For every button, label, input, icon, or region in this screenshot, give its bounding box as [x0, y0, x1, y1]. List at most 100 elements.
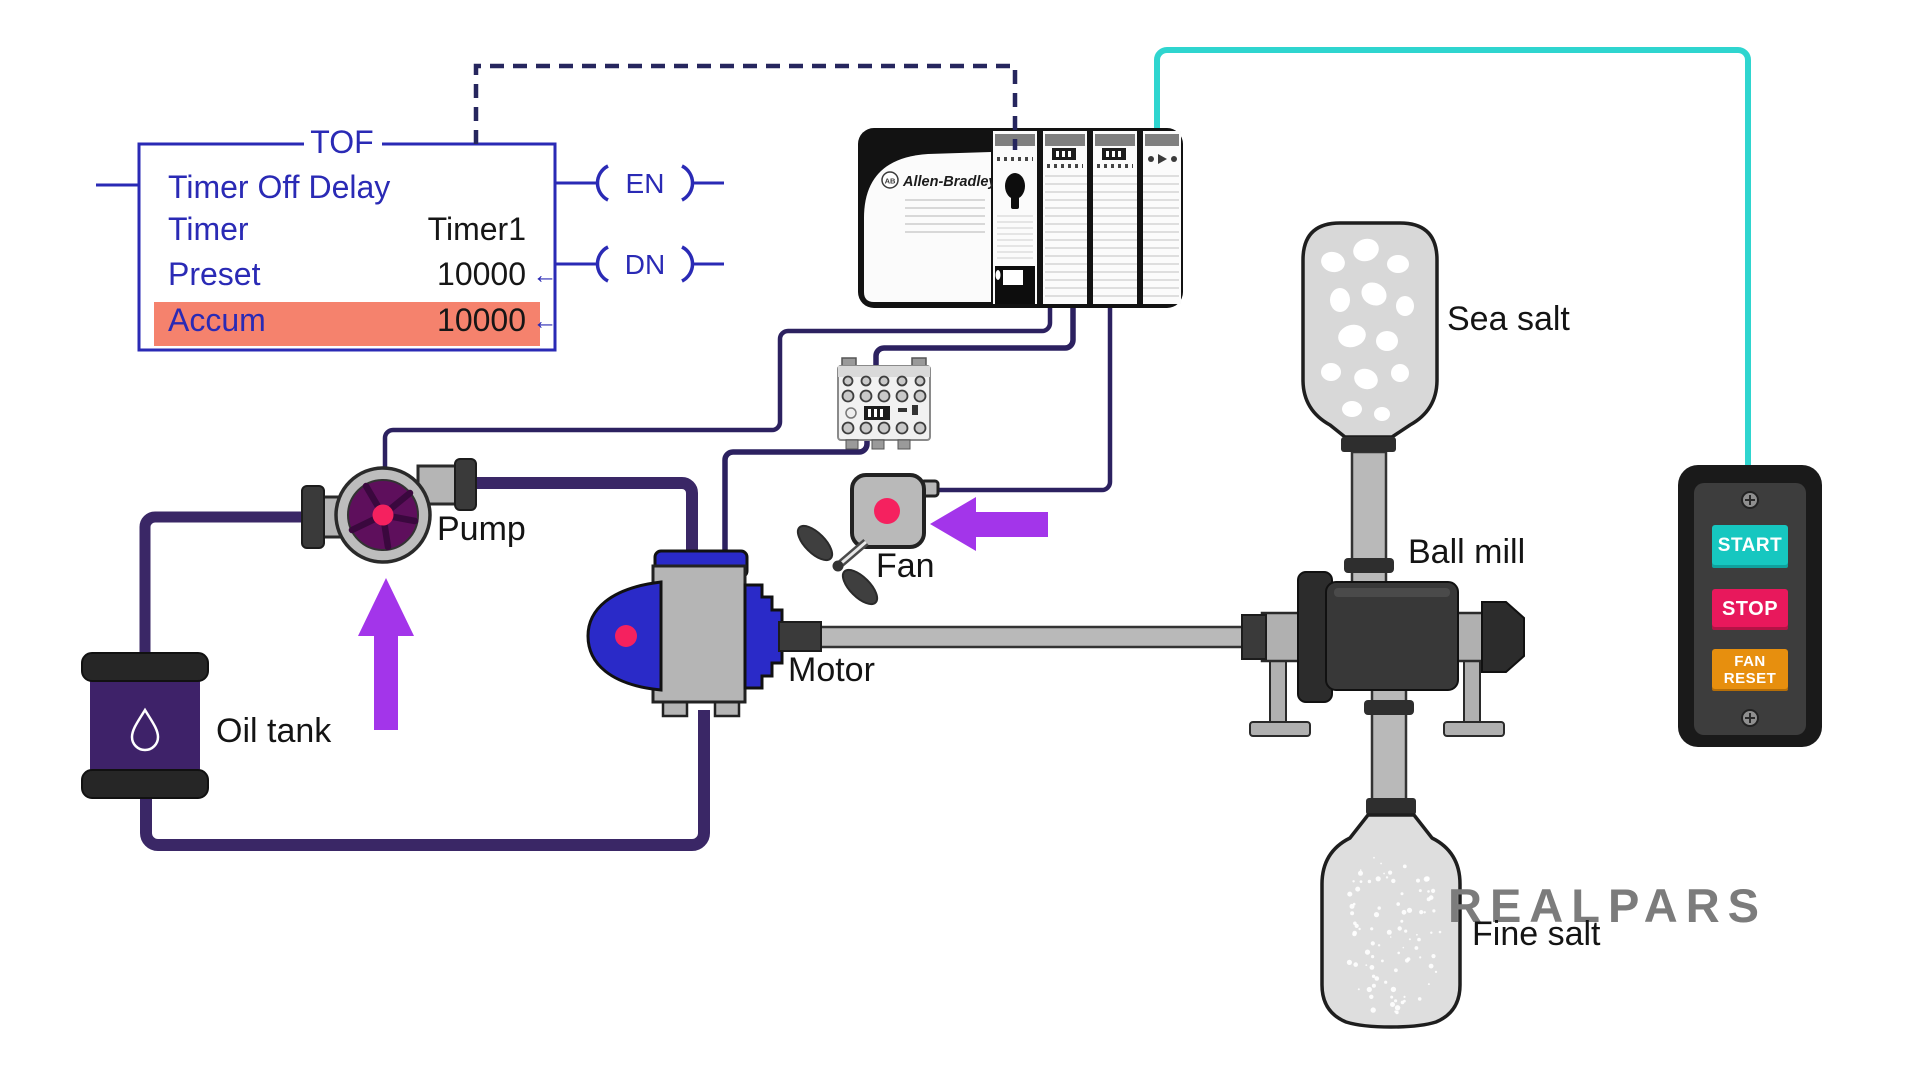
contactor-mark [912, 405, 918, 415]
stop-button-label: STOP [1722, 598, 1778, 620]
dn-arc-right [681, 245, 695, 283]
motor-shaft-stub [778, 621, 822, 652]
oil-tank-top-cap [81, 652, 209, 682]
sea-salt-bag [1301, 221, 1439, 452]
fine-salt-label: Fine salt [1472, 915, 1601, 953]
module-separator [1087, 131, 1093, 304]
mill-foot-right [1443, 721, 1505, 737]
contactor-foot [845, 439, 859, 450]
wire-plc-to-fan [936, 300, 1113, 493]
sea-salt-chunks [1321, 238, 1414, 421]
drive-shaft [816, 625, 1256, 649]
contactor-label-slit [880, 409, 883, 417]
sea-salt-collar [1341, 437, 1396, 452]
cpu-vents [997, 215, 1033, 259]
cpu-keyswitch-icon [1005, 173, 1025, 199]
plc-io-modules [1043, 131, 1181, 304]
cyan-signal-wire [1154, 47, 1751, 470]
tof-type-label: Timer Off Delay [168, 169, 390, 205]
mill-end-cap [1481, 601, 1525, 673]
accum-value: 10000 [437, 302, 526, 338]
mill-inlet-collar [1344, 558, 1394, 573]
fan-reset-button-face[interactable] [1712, 649, 1788, 689]
module-separator [1137, 131, 1143, 304]
allen-bradley-badge-text: AB [885, 177, 896, 186]
io-label-slits [1056, 151, 1121, 157]
pump-inlet-flange [301, 485, 325, 549]
tof-title: TOF [310, 124, 373, 160]
dashed-logic-wire [473, 63, 1018, 150]
panel-screw-top-icon [1741, 491, 1759, 509]
accum-label: Accum [168, 302, 266, 338]
contactor-screws-bottom [841, 421, 927, 435]
contactor-foot [871, 439, 885, 450]
fan-reset-button-line1: FAN [1734, 653, 1766, 670]
timer-value: Timer1 [428, 211, 526, 247]
oil-tank-body [90, 668, 200, 778]
en-arc-right [681, 164, 695, 202]
contactor-label-slit [868, 409, 871, 417]
watermark-logo: REALPARS [1448, 879, 1767, 932]
tof-title-bg [304, 130, 382, 156]
pump-arrow-icon [358, 578, 414, 730]
io-mark-arrow [1158, 154, 1167, 164]
fan-blade-lower [841, 568, 879, 606]
pump [301, 458, 477, 564]
motor-drive-end [743, 583, 784, 690]
contactor-mark [898, 408, 907, 412]
contactor-label-slit [874, 409, 877, 417]
stop-button-face[interactable] [1712, 589, 1788, 627]
allen-bradley-badge-icon [881, 171, 899, 189]
contactor [837, 357, 931, 450]
oil-droplet-icon [130, 707, 160, 752]
mill-drum-highlight [1334, 588, 1450, 597]
oil-tank [81, 652, 209, 799]
io-top-band [1095, 134, 1135, 146]
mill-bearing-right [1454, 611, 1486, 663]
pipe-pump-to-motor [470, 477, 698, 562]
fan-reset-button[interactable]: FAN RESET [1712, 649, 1788, 691]
fan-hub [832, 560, 844, 572]
mill-drum [1325, 581, 1459, 691]
motor-body [651, 564, 747, 704]
fan-blade-upper [796, 524, 834, 562]
fine-salt-speckles [1346, 856, 1442, 1015]
cpu-slot-notch [1003, 270, 1023, 285]
start-button[interactable]: START [1712, 525, 1788, 568]
pump-outlet-flange [454, 458, 477, 511]
dn-coil: DN [555, 245, 724, 283]
motor-label: Motor [788, 651, 875, 689]
oil-tank-label: Oil tank [216, 712, 332, 750]
fan-indicator-dot [874, 498, 900, 524]
wire-plc-to-contactor [873, 300, 1076, 380]
ball-mill-label: Ball mill [1408, 533, 1525, 571]
contactor-top-strip [838, 366, 930, 377]
pump-hub-dot [372, 504, 394, 526]
io-top-band [1045, 134, 1085, 146]
fan [796, 473, 940, 606]
accum-back-arrow-icon: ← [533, 307, 558, 335]
fine-salt-bag [1320, 798, 1462, 1029]
fan-reset-button-line2: RESET [1724, 670, 1777, 687]
motor [586, 549, 822, 718]
pipe-motor-return-to-tank [140, 710, 710, 851]
accum-highlight [154, 302, 540, 346]
panel-screw-bottom-icon [1741, 709, 1759, 727]
plc-cpu-module [993, 131, 1037, 304]
preset-back-arrow-icon: ← [533, 261, 558, 289]
wire-plc-to-pump [382, 300, 1053, 472]
io-vent-lines [1045, 175, 1179, 297]
stop-button[interactable]: STOP [1712, 589, 1788, 630]
plc: AB Allen-Bradley [858, 128, 1183, 308]
plc-front-panel [864, 152, 991, 302]
contactor-foot [897, 439, 911, 450]
contactor-brand-badge [845, 407, 857, 419]
start-button-face[interactable] [1712, 525, 1788, 565]
fan-label: Fan [876, 547, 935, 585]
io-mark-dot [1148, 156, 1154, 162]
fine-salt-bottle [1320, 813, 1462, 1029]
dn-text: DN [625, 249, 665, 280]
dn-arc-left [595, 245, 609, 283]
en-coil: EN [555, 164, 724, 202]
start-button-label: START [1718, 535, 1782, 556]
